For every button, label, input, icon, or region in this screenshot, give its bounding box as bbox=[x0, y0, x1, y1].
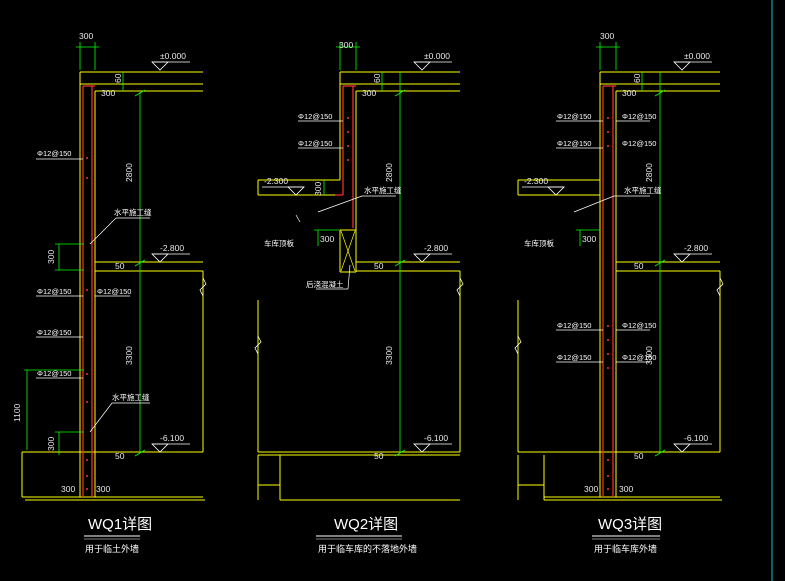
wq2-leader-lines bbox=[295, 120, 396, 290]
wq3-dim-slab-thk: 60 bbox=[632, 73, 642, 83]
wq3-dim-bot-w1: 300 bbox=[584, 484, 598, 494]
detail-wq3: 300 60 300 2800 3300 300 50 50 300 300 ±… bbox=[514, 31, 724, 554]
wq1-dim-h-upper: 2800 bbox=[124, 163, 134, 182]
wq3-dim-joint-h: 300 bbox=[582, 234, 596, 244]
wq3-rebar-label-8: Φ12@150 bbox=[622, 139, 656, 148]
wq3-rebar-label-5: Φ12@150 bbox=[622, 321, 656, 330]
wq1-rebar-label-3: Φ12@150 bbox=[97, 287, 131, 296]
wq1-break-mark bbox=[199, 277, 207, 297]
wq1-rebar-dots bbox=[86, 157, 88, 490]
wq1-concrete-outline bbox=[21, 71, 205, 501]
wq2-break-mark-left bbox=[254, 335, 262, 355]
wq3-dim-bot-w2: 300 bbox=[619, 484, 633, 494]
wq1-dim-h-lower: 3300 bbox=[124, 346, 134, 365]
wq2-mark-300: 300 bbox=[362, 88, 376, 98]
wq2-level-step: -2.300 bbox=[264, 176, 288, 186]
wq1-dim-slab-thk: 60 bbox=[113, 73, 123, 83]
detail-wq1: 300 60 300 2800 3300 300 300 1100 50 50 … bbox=[12, 31, 207, 554]
wq3-rebar-dots bbox=[607, 117, 609, 490]
wq3-subtitle: 用于临车库外墙 bbox=[594, 543, 657, 554]
wq2-note-post-cast: 后浇混凝土 bbox=[306, 279, 344, 289]
wq2-mark-50-bottom: 50 bbox=[374, 451, 384, 461]
wq1-level-bottom: -6.100 bbox=[160, 433, 184, 443]
wq2-wall-rebar bbox=[335, 85, 356, 228]
wq1-dim-top-width: 300 bbox=[79, 31, 93, 41]
wq1-wall-rebar bbox=[82, 85, 95, 497]
wq3-mark-50-bottom: 50 bbox=[634, 451, 644, 461]
wq3-level-step: -2.300 bbox=[524, 176, 548, 186]
wq3-rebar-label-1: Φ12@150 bbox=[557, 112, 591, 121]
wq3-rebar-label-7: Φ12@150 bbox=[622, 353, 656, 362]
wq3-wall-rebar bbox=[602, 85, 616, 497]
wq1-title: WQ1详图 bbox=[88, 516, 152, 533]
wq3-level-bottom: -6.100 bbox=[684, 433, 708, 443]
wq1-note-joint-1: 水平施工缝 bbox=[114, 207, 152, 217]
detail-wq2: 300 60 300 2800 3300 300 300 50 50 ±0.00… bbox=[254, 40, 464, 554]
wq3-rebar-label-2: Φ12@150 bbox=[622, 112, 656, 121]
wq3-rebar-label-3: Φ12@150 bbox=[557, 139, 591, 148]
wq1-rebar-label-2: Φ12@150 bbox=[37, 287, 71, 296]
wq3-break-mark-right bbox=[716, 277, 724, 297]
wq1-rebar-label-5: Φ12@150 bbox=[37, 369, 71, 378]
wq1-leader-lines bbox=[36, 158, 150, 433]
wq3-dimension-lines bbox=[576, 42, 666, 457]
wq2-rebar-label-1: Φ12@150 bbox=[298, 112, 332, 121]
wq3-rebar-label-4: Φ12@150 bbox=[557, 321, 591, 330]
wq3-note-garage-roof: 车库顶板 bbox=[524, 238, 554, 248]
wq2-note-joint: 水平施工缝 bbox=[364, 185, 402, 195]
wq3-dim-h-lower: 3300 bbox=[644, 346, 654, 365]
wq1-dim-bot-w2: 300 bbox=[96, 484, 110, 494]
wq3-level-mid: -2.800 bbox=[684, 243, 708, 253]
wq1-dim-bot-w1: 300 bbox=[61, 484, 75, 494]
wq1-note-joint-2: 水平施工缝 bbox=[112, 392, 150, 402]
wq2-note-garage-roof: 车库顶板 bbox=[264, 238, 294, 248]
wq1-dim-base-h: 300 bbox=[46, 437, 56, 451]
wq2-dimension-lines bbox=[314, 42, 406, 457]
wq2-mark-50-mid: 50 bbox=[374, 261, 384, 271]
wq2-dim-h-upper: 2800 bbox=[384, 163, 394, 182]
wq1-rebar-label-1: Φ12@150 bbox=[37, 149, 71, 158]
wq2-dim-h-lower: 3300 bbox=[384, 346, 394, 365]
wq3-break-mark-left bbox=[514, 335, 522, 355]
wq1-subtitle: 用于临土外墙 bbox=[85, 543, 139, 554]
wq2-dim-joint-h: 300 bbox=[320, 234, 334, 244]
wq2-dim-top-width: 300 bbox=[339, 40, 353, 50]
wq2-level-symbols bbox=[262, 61, 452, 453]
wq2-break-mark-right bbox=[456, 277, 464, 297]
wq2-rebar-dots bbox=[347, 117, 349, 161]
wq2-rebar-label-2: Φ12@150 bbox=[298, 139, 332, 148]
wq2-dim-step-h: 300 bbox=[313, 182, 323, 196]
wq3-mark-50-mid: 50 bbox=[634, 261, 644, 271]
wq1-mark-50-bottom: 50 bbox=[115, 451, 125, 461]
wq2-concrete-outline bbox=[257, 71, 461, 501]
wq2-post-cast-hatch bbox=[340, 230, 356, 272]
wq1-mark-300: 300 bbox=[101, 88, 115, 98]
wq3-dim-top-width: 300 bbox=[600, 31, 614, 41]
wq3-dim-h-upper: 2800 bbox=[644, 163, 654, 182]
wq3-note-joint: 水平施工缝 bbox=[624, 185, 662, 195]
wq1-level-mid: -2.800 bbox=[160, 243, 184, 253]
wq1-level-top: ±0.000 bbox=[160, 51, 186, 61]
wq1-mark-50-mid: 50 bbox=[115, 261, 125, 271]
wq3-leader-lines bbox=[556, 120, 650, 363]
wq2-level-mid: -2.800 bbox=[424, 243, 448, 253]
wq3-level-top: ±0.000 bbox=[684, 51, 710, 61]
wq1-dim-joint-h: 300 bbox=[46, 250, 56, 264]
wq3-rebar-label-6: Φ12@150 bbox=[557, 353, 591, 362]
wq2-subtitle: 用于临车库的不落地外墙 bbox=[318, 543, 417, 554]
wq1-rebar-label-4: Φ12@150 bbox=[37, 328, 71, 337]
wq3-level-symbols bbox=[522, 61, 712, 453]
wq1-dim-kicker-h: 1100 bbox=[12, 403, 22, 422]
wq2-title: WQ2详图 bbox=[334, 516, 398, 533]
wq1-dimension-lines bbox=[24, 42, 146, 457]
wq2-level-bottom: -6.100 bbox=[424, 433, 448, 443]
wq1-level-symbols bbox=[151, 61, 190, 453]
wq3-mark-300: 300 bbox=[622, 88, 636, 98]
wq2-dim-slab-thk: 60 bbox=[372, 73, 382, 83]
wq2-level-top: ±0.000 bbox=[424, 51, 450, 61]
wq3-title: WQ3详图 bbox=[598, 516, 662, 533]
